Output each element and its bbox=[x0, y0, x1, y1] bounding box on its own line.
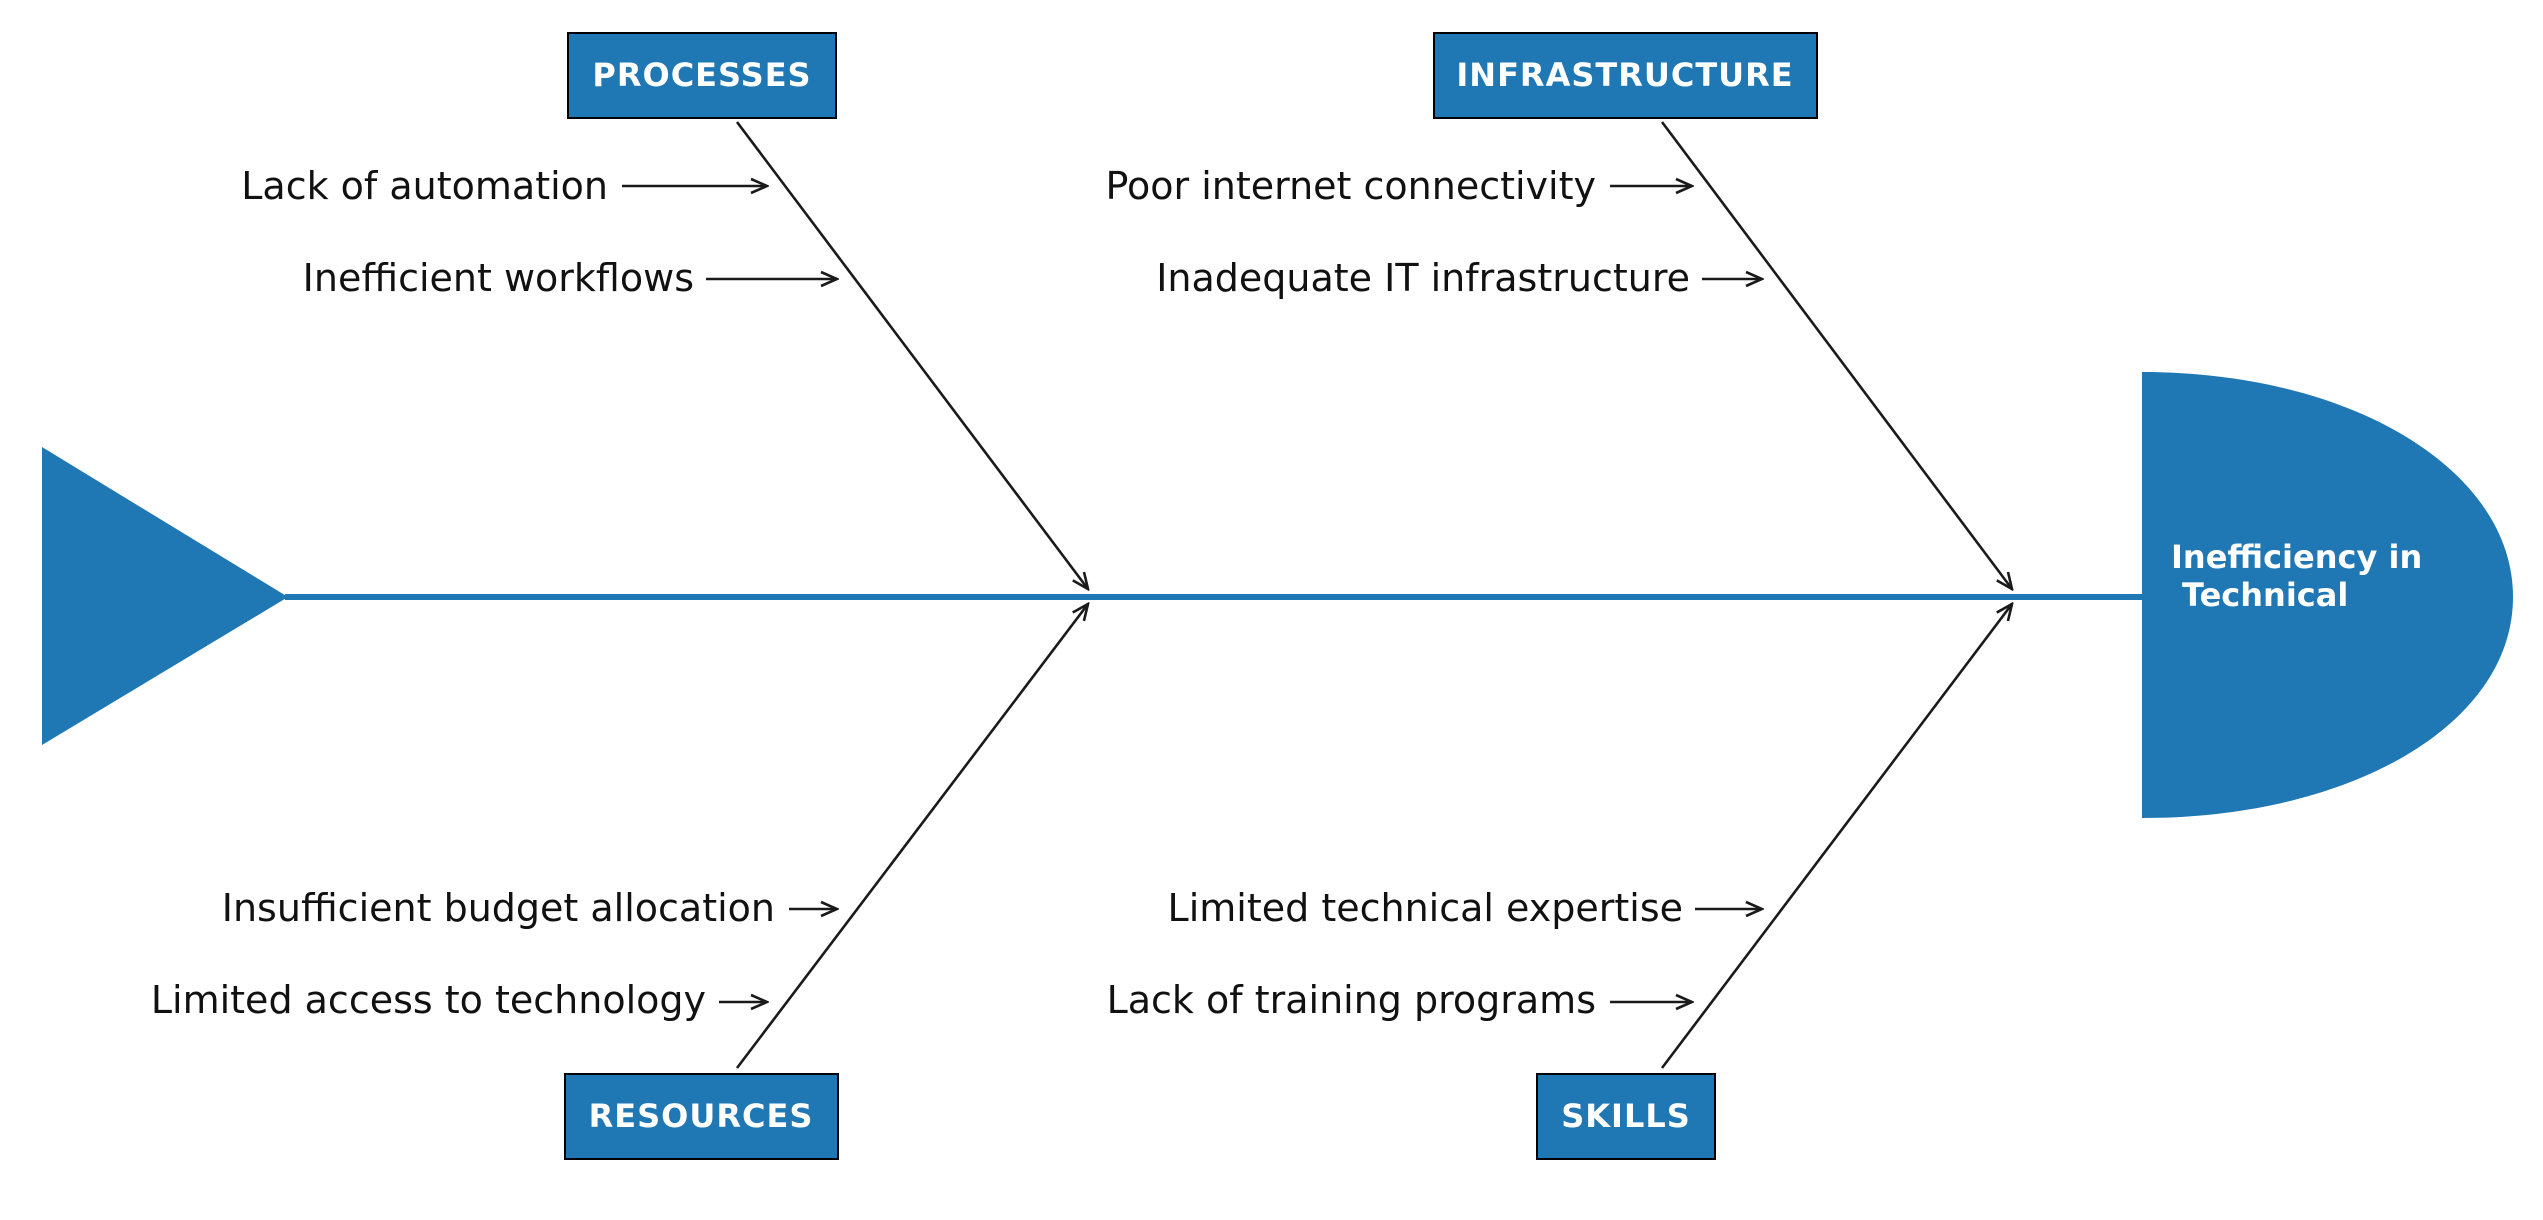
category-label-processes: PROCESSES bbox=[592, 56, 811, 94]
cause-label: Lack of automation bbox=[241, 164, 608, 208]
cause-label: Insufficient budget allocation bbox=[222, 886, 775, 930]
fish-head bbox=[2142, 372, 2513, 818]
category-box-infrastructure bbox=[1433, 32, 1818, 119]
cause-label: Poor internet connectivity bbox=[1105, 164, 1596, 208]
problem-line-2: Technical bbox=[2182, 576, 2348, 614]
category-resources: RESOURCES Insufficient budget allocation… bbox=[151, 604, 1088, 1160]
cause-label: Limited technical expertise bbox=[1168, 886, 1683, 930]
bone-processes bbox=[735, 121, 1088, 589]
bone-resources bbox=[735, 604, 1088, 1069]
fish-tail bbox=[42, 447, 288, 745]
category-infrastructure: INFRASTRUCTURE Poor internet connectivit… bbox=[1105, 32, 2012, 589]
cause-label: Inadequate IT infrastructure bbox=[1156, 256, 1690, 300]
cause-label: Inefficient workflows bbox=[303, 256, 694, 300]
problem-label: Inefficiency in Technical bbox=[2171, 538, 2433, 614]
bone-infrastructure bbox=[1660, 121, 2012, 589]
problem-line-1: Inefficiency in bbox=[2171, 538, 2422, 576]
category-skills: SKILLS Limited technical expertise Lack … bbox=[1107, 604, 2012, 1160]
category-box-skills bbox=[1536, 1073, 1716, 1160]
category-processes: PROCESSES Lack of automation Inefficient… bbox=[241, 32, 1088, 589]
bone-skills bbox=[1660, 604, 2012, 1069]
cause-label: Lack of training programs bbox=[1107, 978, 1596, 1022]
category-box-resources bbox=[564, 1073, 839, 1160]
category-label-skills: SKILLS bbox=[1561, 1097, 1691, 1135]
cause-label: Limited access to technology bbox=[151, 978, 706, 1022]
category-label-resources: RESOURCES bbox=[589, 1097, 814, 1135]
category-box-processes bbox=[567, 32, 837, 119]
category-label-infrastructure: INFRASTRUCTURE bbox=[1456, 56, 1793, 94]
